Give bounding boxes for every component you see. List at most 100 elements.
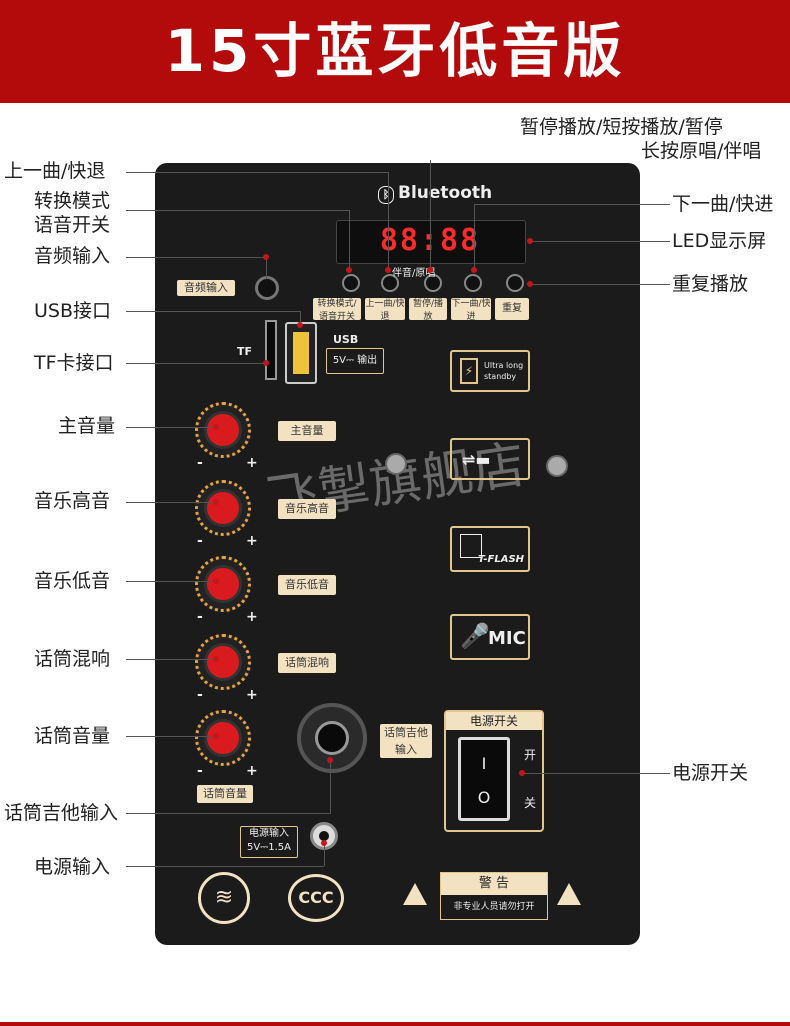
leader-line (126, 581, 216, 582)
callout-led: LED显示屏 (672, 230, 767, 252)
mic-guitar-jack[interactable] (297, 703, 367, 773)
plus-sign: + (246, 609, 258, 625)
marker-dot (427, 267, 433, 273)
tflash-badge: T-FLASH (450, 526, 530, 572)
callout-power-in: 电源输入 (34, 856, 111, 878)
minus-sign: - (197, 533, 203, 549)
music-bass-knob[interactable] (195, 556, 251, 612)
no-heat-icon: ≋ (198, 872, 250, 924)
led-display (336, 220, 526, 264)
callout-music-bass: 音乐低音 (34, 570, 111, 592)
warning-icon (403, 883, 427, 905)
warning-icon (557, 883, 581, 905)
callout-prev: 上一曲/快退 (4, 160, 106, 182)
master-volume-knob[interactable] (195, 402, 251, 458)
marker-dot (385, 267, 391, 273)
next-button[interactable] (464, 274, 482, 292)
warning-title: 警 告 (441, 873, 547, 895)
usb-badge-icon: ⇌▬ (462, 450, 491, 469)
label-next: 下一曲/快进 (451, 298, 491, 322)
plus-sign: + (246, 763, 258, 779)
header-banner (0, 0, 790, 103)
switch-on-mark: I (481, 754, 487, 773)
callout-pause-line2: 长按原唱/伴唱 (641, 140, 762, 162)
leader-line (126, 427, 216, 428)
callout-power-switch: 电源开关 (672, 762, 749, 784)
marker-dot (527, 281, 533, 287)
callout-tf: TF卡接口 (34, 352, 114, 374)
power-switch[interactable]: I O (458, 737, 510, 821)
minus-sign: - (197, 455, 203, 471)
usb-port[interactable] (285, 322, 317, 384)
mic-jack-hole (315, 721, 349, 755)
marker-dot (213, 578, 219, 584)
callout-music-treble: 音乐高音 (34, 490, 111, 512)
battery-text: Ultra long standby (484, 361, 524, 381)
mic-badge: 🎤 MIC (450, 614, 530, 660)
callout-mic-volume: 话筒音量 (34, 725, 111, 747)
tf-slot[interactable] (265, 320, 277, 380)
pause-button[interactable] (424, 274, 442, 292)
led-display-digits: 88:88 (379, 223, 481, 258)
switch-on-label: 开 (524, 748, 537, 762)
power-switch-title: 电源开关 (446, 712, 542, 730)
prev-button[interactable] (381, 274, 399, 292)
marker-dot (297, 322, 303, 328)
plus-sign: + (246, 455, 258, 471)
bluetooth-label: Bluetooth (398, 183, 493, 203)
knob-label-mic-volume: 话筒音量 (197, 785, 253, 803)
marker-dot (263, 254, 269, 260)
knob-label-reverb: 话筒混响 (278, 653, 336, 673)
bottom-rule (0, 1022, 790, 1026)
music-treble-knob[interactable] (195, 480, 251, 536)
marker-dot (213, 733, 219, 739)
warning-note: 非专业人员请勿打开 (453, 902, 535, 912)
switch-off-label: 关 (524, 796, 537, 810)
marker-dot (471, 267, 477, 273)
page-title: 15寸蓝牙低音版 (164, 17, 626, 85)
leader-line (126, 210, 349, 211)
power-in-label: 电源输入 5V⎓1.5A (240, 826, 298, 858)
screw-icon (385, 453, 407, 475)
knob-label-master: 主音量 (278, 421, 336, 441)
leader-line (126, 502, 216, 503)
minus-sign: - (197, 687, 203, 703)
leader-line (530, 241, 670, 242)
leader-line (126, 257, 266, 258)
usb-badge: ⇌▬ (450, 438, 530, 480)
marker-dot (327, 757, 333, 763)
usb-contacts (293, 332, 309, 374)
leader-line (126, 172, 388, 173)
callout-mic-guitar: 话筒吉他输入 (4, 802, 119, 824)
warning-box (440, 872, 548, 920)
knob-label-bass: 音乐低音 (278, 575, 336, 595)
callout-next: 下一曲/快进 (672, 193, 774, 215)
marker-dot (213, 499, 219, 505)
leader-line (266, 257, 267, 279)
callout-mode-line2: 语音开关 (34, 214, 111, 236)
leader-line (126, 866, 324, 867)
tflash-text: T-FLASH (478, 554, 525, 565)
leader-line (530, 284, 670, 285)
minus-sign: - (197, 763, 203, 779)
leader-line (388, 172, 389, 270)
leader-line (330, 760, 331, 814)
mode-button[interactable] (342, 274, 360, 292)
mic-volume-knob[interactable] (195, 710, 251, 766)
tflash-card-icon (460, 534, 482, 558)
leader-line (126, 311, 300, 312)
microphone-icon: 🎤 (460, 622, 490, 650)
callout-repeat: 重复播放 (672, 273, 749, 295)
minus-sign: - (197, 609, 203, 625)
leader-line (474, 204, 475, 270)
audio-in-jack[interactable] (255, 276, 279, 300)
label-pause: 暂停/播放 (409, 298, 447, 322)
ccc-certification-icon: CCC (288, 874, 344, 922)
repeat-button[interactable] (506, 274, 524, 292)
leader-line (126, 659, 216, 660)
label-audio-in: 音频输入 (177, 280, 235, 296)
mic-reverb-knob[interactable] (195, 634, 251, 690)
leader-line (324, 842, 325, 866)
callout-usb: USB接口 (34, 300, 112, 322)
